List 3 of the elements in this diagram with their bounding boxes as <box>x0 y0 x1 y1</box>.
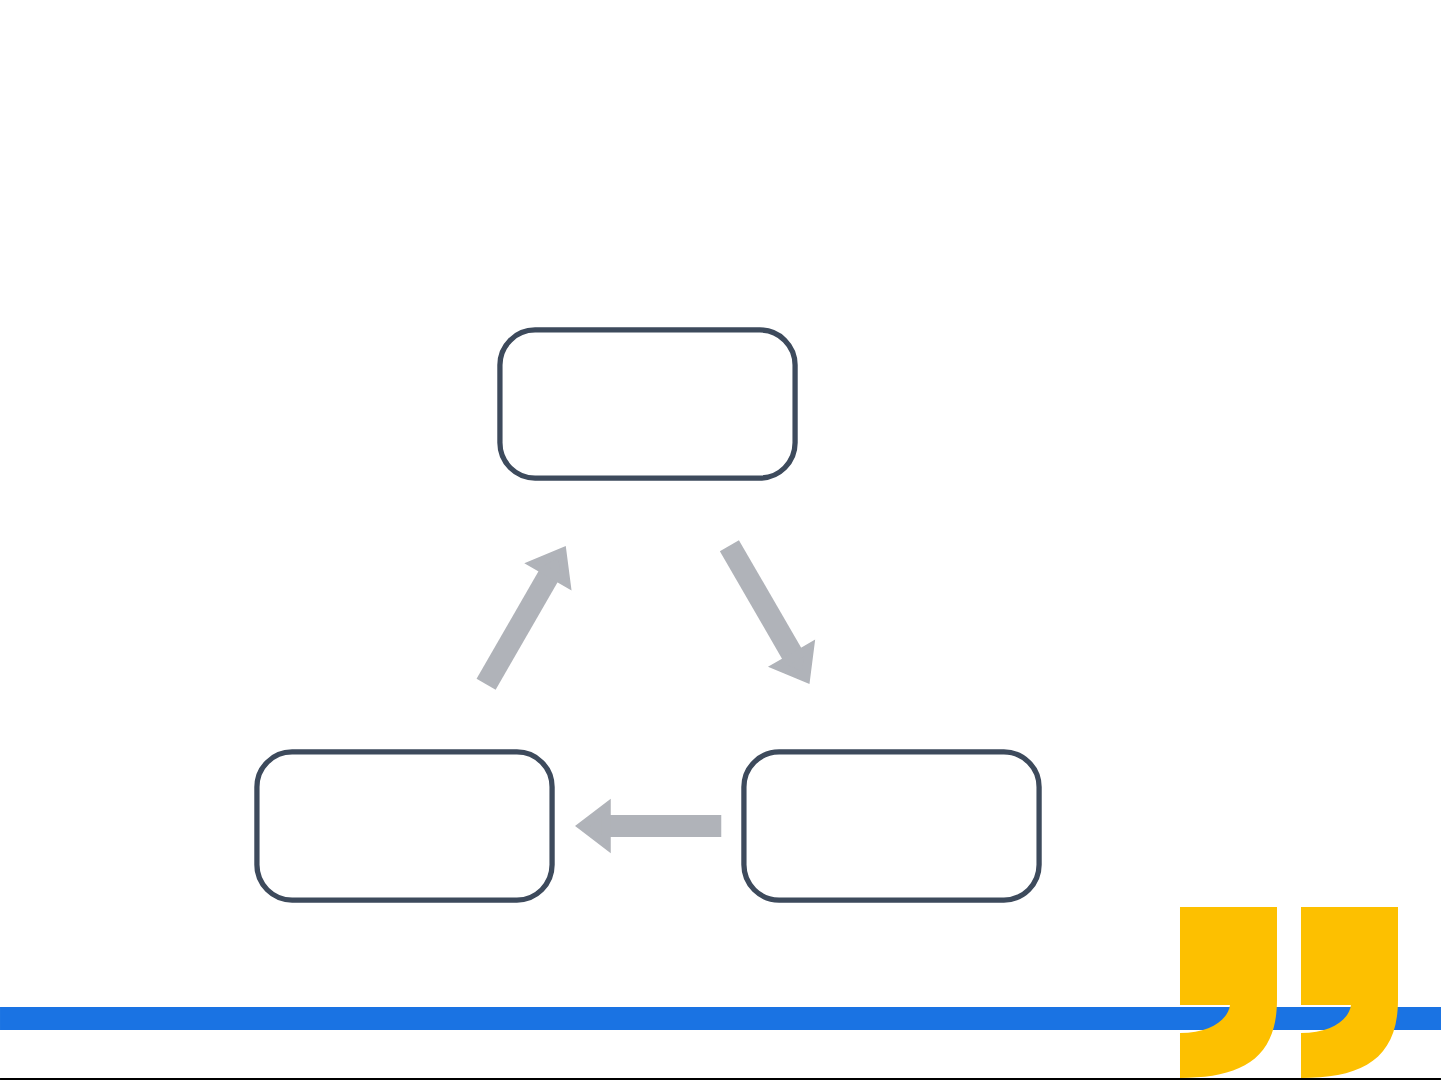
process-box <box>741 749 1042 903</box>
process-box <box>254 749 555 903</box>
process-box <box>497 327 798 481</box>
